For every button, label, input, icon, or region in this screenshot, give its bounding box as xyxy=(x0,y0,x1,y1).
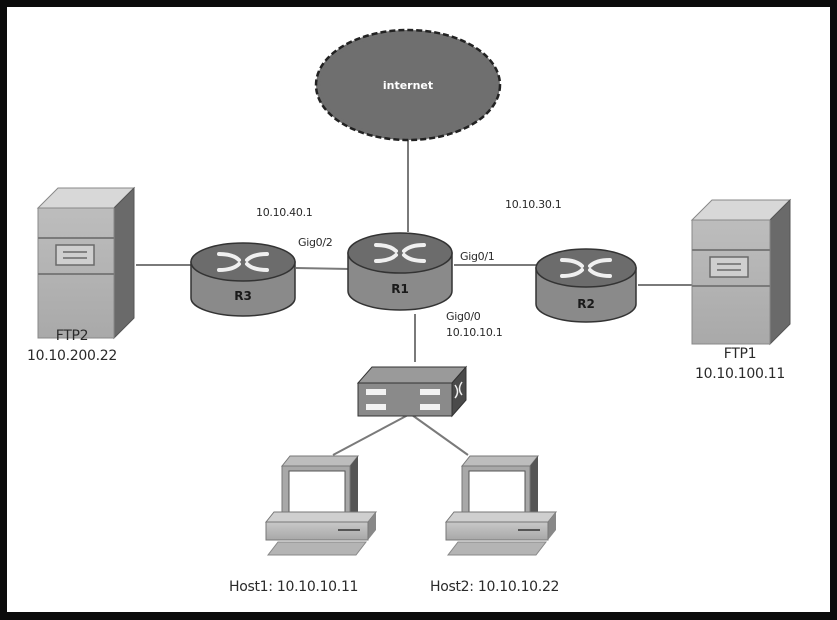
links xyxy=(136,140,696,456)
ftp1-name: FTP1 xyxy=(723,346,757,362)
router-r2-icon: R2 xyxy=(535,248,637,323)
host1-label: Host1: 10.10.10.11 xyxy=(229,579,359,595)
ftp1-ip: 10.10.100.11 xyxy=(695,366,785,382)
ftp2-label: FTP2 10.10.200.22 xyxy=(20,326,124,366)
link-r3-r1 xyxy=(295,267,351,270)
r1-gig0-2-label: Gig0/2 xyxy=(298,236,333,249)
host2-pc-icon xyxy=(444,455,558,556)
switch-icon xyxy=(356,365,468,418)
internet-label: internet xyxy=(383,79,433,92)
ftp2-name: FTP2 xyxy=(55,328,89,344)
router-r2-label: R2 xyxy=(577,297,595,311)
r2-link-address: 10.10.30.1 xyxy=(505,198,562,211)
host1-pc-icon xyxy=(264,455,378,556)
link-switch-host1 xyxy=(332,414,409,456)
host2-label: Host2: 10.10.10.22 xyxy=(430,579,560,595)
ftp2-server-icon xyxy=(36,186,136,340)
internet-cloud-icon: internet xyxy=(314,28,502,142)
ftp2-ip: 10.10.200.22 xyxy=(27,348,117,364)
link-switch-host2 xyxy=(411,414,469,456)
r1-gig0-0-label: Gig0/0 xyxy=(446,310,481,323)
r1-lan-address: 10.10.10.1 xyxy=(446,326,503,339)
r1-gig0-1-label: Gig0/1 xyxy=(460,250,495,263)
router-r3-label: R3 xyxy=(234,289,252,303)
r3-link-address: 10.10.40.1 xyxy=(256,206,313,219)
router-r1-icon: R1 xyxy=(347,232,453,311)
ftp1-server-icon xyxy=(690,198,792,346)
router-r1-label: R1 xyxy=(391,282,409,296)
router-r3-icon: R3 xyxy=(190,242,296,317)
ftp1-label: FTP1 10.10.100.11 xyxy=(686,344,794,384)
